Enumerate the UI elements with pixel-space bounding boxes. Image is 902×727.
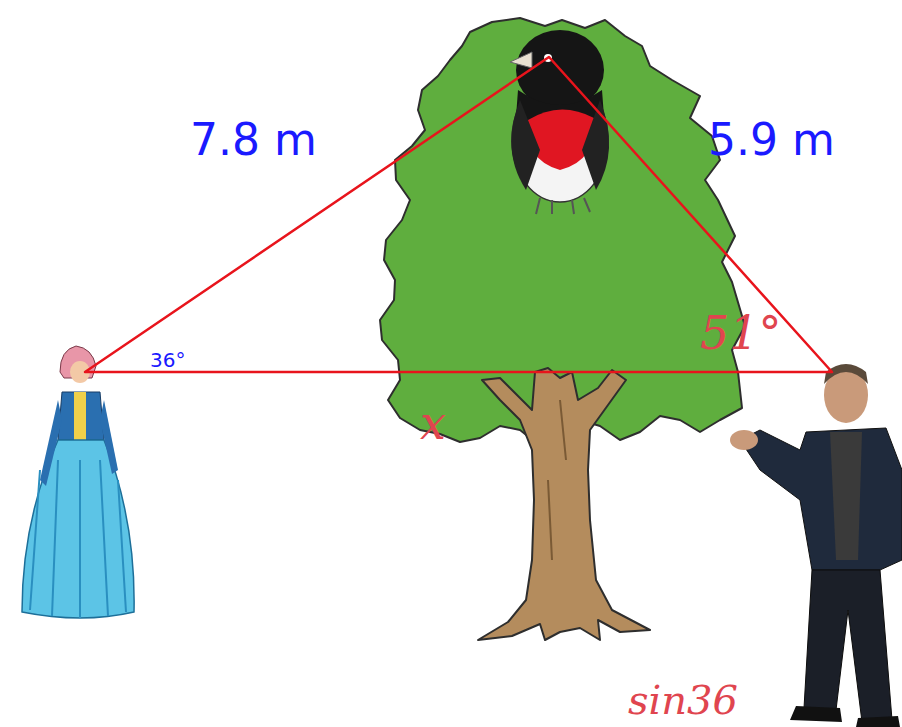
- handwritten-note: x: [420, 400, 446, 446]
- handwritten-note: 51°: [700, 310, 782, 356]
- triangle-lines: [85, 57, 832, 372]
- handwritten-note: sin36: [628, 680, 738, 720]
- length-label: 7.8 m: [190, 118, 317, 162]
- angle-label: 36°: [150, 350, 185, 370]
- bark-line: [548, 400, 566, 560]
- man-picture: [730, 364, 902, 727]
- bird-picture: [510, 30, 609, 214]
- tree-trunk: [478, 368, 650, 640]
- length-label: 5.9 m: [708, 118, 835, 162]
- woman-picture: [22, 346, 134, 618]
